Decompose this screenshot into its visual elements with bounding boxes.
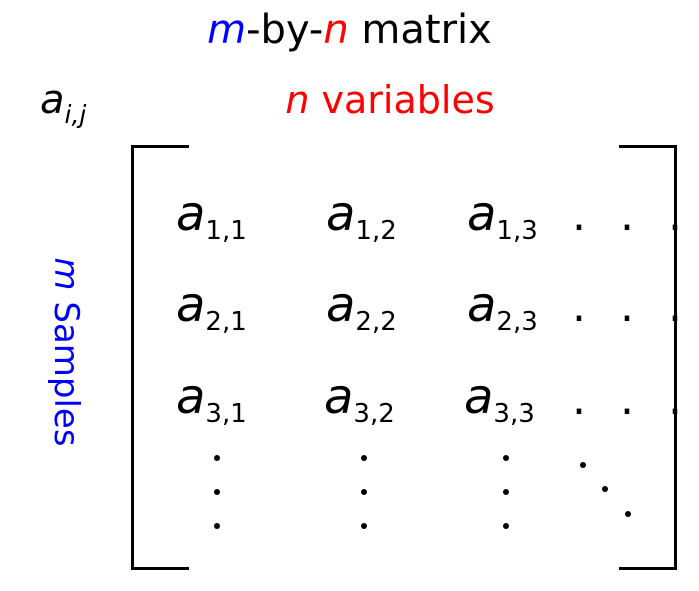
rows-text: Samples (46, 290, 86, 447)
matrix-cell: a1,1 (176, 186, 247, 246)
column-ellipsis (361, 455, 369, 535)
matrix-cell: a1,3 (467, 186, 538, 246)
right-bracket (619, 145, 677, 570)
matrix-cell: a3,2 (324, 369, 395, 429)
title-matrix: matrix (348, 7, 492, 53)
row-ellipsis: . . . (572, 190, 692, 241)
matrix-cell: a2,1 (176, 277, 247, 337)
row-ellipsis: . . . (572, 374, 692, 425)
element-base: a (40, 77, 65, 123)
title-by: -by- (246, 7, 324, 53)
columns-n: n (285, 78, 310, 122)
column-ellipsis (214, 455, 222, 535)
title-n: n (323, 7, 349, 53)
left-bracket (131, 145, 189, 570)
matrix-cell: a3,1 (176, 369, 247, 429)
columns-label: n variables (180, 76, 600, 124)
matrix-cell: a2,3 (467, 277, 538, 337)
row-ellipsis: . . . (572, 281, 692, 332)
column-ellipsis (503, 455, 511, 535)
title-m: m (207, 7, 247, 53)
columns-text: variables (309, 78, 495, 122)
matrix-cell: a3,3 (464, 369, 535, 429)
rows-m: m (46, 257, 86, 291)
rows-label: m Samples (46, 257, 86, 446)
element-notation: ai,j (40, 76, 86, 139)
matrix-cell: a1,2 (326, 186, 397, 246)
element-index: i,j (64, 100, 87, 129)
diagonal-ellipsis (580, 462, 640, 522)
matrix-cell: a2,2 (326, 277, 397, 337)
matrix-title: m-by-n matrix (0, 4, 699, 56)
